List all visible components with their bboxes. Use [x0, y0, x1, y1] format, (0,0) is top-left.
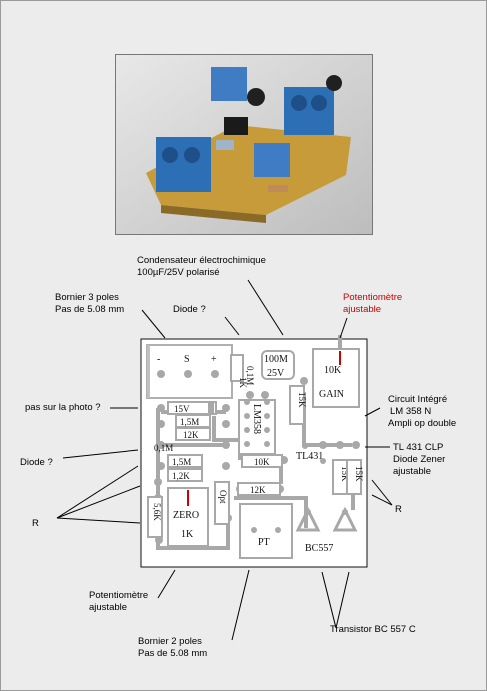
- annotation-lines: [56, 279, 393, 641]
- opt-label: Opt: [218, 490, 228, 504]
- capacitor-25v-label: 25V: [267, 368, 285, 379]
- resistor-0-1m-vertical-label: 0,1M: [245, 366, 255, 385]
- tl431: TL431: [296, 443, 326, 464]
- tl431-label: TL431: [296, 451, 323, 462]
- label-transistor: Transistor BC 557 C: [330, 624, 416, 635]
- label-pas-sur-photo: pas sur la photo ?: [25, 402, 101, 413]
- lm358-label: LM358: [251, 404, 262, 434]
- resistor-1-5m-b-label: 1,5M: [172, 457, 191, 467]
- resistor-15k-a-label: 15K: [340, 466, 350, 482]
- transistor-bc557: BC557: [295, 506, 358, 554]
- label-condensateur-line1: Condensateur électrochimique: [137, 255, 266, 266]
- terminal-minus: -: [157, 354, 160, 365]
- capacitor-100m-label: 100M: [264, 354, 288, 365]
- label-r-right: R: [395, 504, 402, 515]
- bc557-label: BC557: [305, 543, 333, 554]
- resistor-1-5m-a-label: 1,5M: [180, 417, 199, 427]
- label-bornier3-line1: Bornier 3 poles: [55, 292, 119, 303]
- label-potentiometre-bottom-line2: ajustable: [89, 602, 127, 613]
- pot-1k-label: 1K: [181, 529, 194, 540]
- potentiometer-gain: 10K GAIN: [312, 348, 360, 408]
- label-bornier2-line1: Bornier 2 poles: [138, 636, 202, 647]
- ic-lm358: LM358: [238, 399, 276, 455]
- terminal-block-pt: PT: [239, 503, 293, 559]
- terminal-block-3: - S +: [146, 344, 233, 399]
- pot-10k-label: 10K: [324, 365, 342, 376]
- label-bornier3-line2: Pas de 5.08 mm: [55, 304, 124, 315]
- resistor-15k-b-label: 15K: [354, 466, 364, 482]
- label-tl431-line1: TL 431 CLP: [393, 442, 443, 453]
- pcb-photo-icon: [116, 55, 372, 234]
- zero-label: ZERO: [173, 510, 199, 521]
- label-diode-left: Diode ?: [20, 457, 53, 468]
- resistor-0-1m-horizontal-label: 0,1M: [154, 443, 173, 453]
- resistor-5-6k-label: 5,6K: [152, 503, 162, 521]
- resistor-1k-label: 1K: [238, 377, 248, 389]
- resistor-12k-a-label: 12K: [183, 430, 199, 440]
- pt-label: PT: [258, 537, 270, 548]
- label-circuit-line2: LM 358 N: [390, 406, 431, 417]
- diode-15v-label: 15V: [174, 404, 190, 414]
- resistor-15k-vertical-label: 15K: [297, 392, 307, 408]
- terminal-plus: +: [211, 354, 217, 365]
- label-diode-top: Diode ?: [173, 304, 206, 315]
- label-tl431-line2: Diode Zener: [393, 454, 445, 465]
- annotations: Condensateur électrochimique 100µF/25V p…: [20, 255, 456, 659]
- resistor-1-2k-label: 1,2K: [172, 471, 190, 481]
- label-condensateur-line2: 100µF/25V polarisé: [137, 267, 220, 278]
- label-bornier2-line2: Pas de 5.08 mm: [138, 648, 207, 659]
- label-potentiometre-bottom-line1: Potentiomètre: [89, 590, 148, 601]
- potentiometer-zero: ZERO 1K: [167, 487, 209, 547]
- resistor-10k-label: 10K: [254, 457, 270, 467]
- label-circuit-line3: Ampli op double: [388, 418, 456, 429]
- capacitor-100m: 100M 25V: [261, 350, 295, 380]
- label-circuit-line1: Circuit Intégré: [388, 394, 447, 405]
- label-potentiometre-top-line1: Potentiomètre: [343, 292, 402, 303]
- terminal-s: S: [184, 354, 190, 365]
- gain-label: GAIN: [319, 389, 344, 400]
- label-potentiometre-top-line2: ajustable: [343, 304, 381, 315]
- pcb-photo: [115, 54, 373, 235]
- resistor-12k-b-label: 12K: [250, 485, 266, 495]
- label-tl431-line3: ajustable: [393, 466, 431, 477]
- label-r-left: R: [32, 518, 39, 529]
- pcb-board: - S + 1K 0,1M 100M 25V: [140, 335, 368, 568]
